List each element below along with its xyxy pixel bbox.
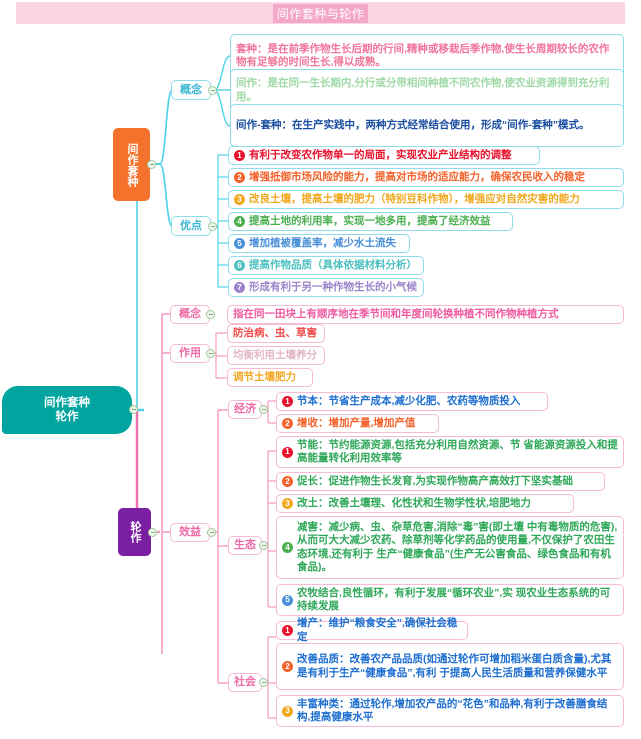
collapse-knob-concept-1[interactable] [208,86,217,95]
advantage-badge-7: 7 [234,282,245,293]
benefit-social-3[interactable]: 3 丰富种类：通过轮作,增加农产品的“花色”和品种,有利于改善膳食结构,提高健康… [276,695,624,727]
benefit-ecological-4-text: 减害：减少病、虫、杂草危害,消除“毒”害(即土壤 中有毒物质的危害),从而可大大… [297,520,618,574]
benefit-economic-1-text: 节本：节省生产成本,减少化肥、农药等物质投入 [297,394,521,407]
collapse-knob-concept-2[interactable] [206,310,215,319]
collapse-knob-function[interactable] [206,349,215,358]
label-benefit-ecological-text: 生态 [234,539,256,551]
label-intercropping-concept-text: 概念 [180,83,202,96]
benefit-ecological-3-text: 改土：改善土壤理、化性状和生物学性状,培肥地力 [297,496,531,509]
benefit-ecological-badge-5: 5 [282,594,293,606]
benefit-ecological-3[interactable]: 3 改土：改善土壤理、化性状和生物学性状,培肥地力 [276,494,574,513]
advantage-row-6-text: 提高作物品质（具体依据材料分析） [249,258,417,271]
rotation-function-3[interactable]: 调节土壤肥力 [227,368,313,387]
benefit-social-1[interactable]: 1 增产：维护“粮食安全”,确保社会稳定 [276,617,468,643]
collapse-knob-intercropping[interactable] [147,160,156,169]
rotation-function-1[interactable]: 防治病、虫、草害 [227,324,325,343]
document-title-bar: 间作套种与轮作 [16,2,625,24]
advantage-row-6[interactable]: 6 提高作物品质（具体依据材料分析） [228,256,424,275]
advantage-row-5-text: 增加植被覆盖率，减少水土流失 [249,236,396,249]
benefit-economic-1[interactable]: 1 节本：节省生产成本,减少化肥、农药等物质投入 [276,392,548,411]
advantage-row-4[interactable]: 4 提高土地的利用率，实现一地多用，提高了经济效益 [228,212,513,231]
collapse-knob-rotation[interactable] [148,528,157,537]
benefit-social-1-text: 增产：维护“粮食安全”,确保社会稳定 [297,617,458,643]
concept-box-jianzuo-taozhong[interactable]: 间作-套种：在生产实践中，两种方式经常结合使用，形成“间作-套种”模式。 [230,104,624,147]
benefit-ecological-badge-3: 3 [282,498,293,509]
benefit-ecological-5[interactable]: 5 农牧结合,良性循环，有利于发展“循环农业”,实 现农业生态系统的可持续发展 [276,584,624,616]
label-rotation-function[interactable]: 作用 [170,344,210,363]
label-intercropping-concept[interactable]: 概念 [171,80,211,100]
benefit-ecological-2-text: 促长：促进作物生长发育,为实现作物高产高效打下坚实基础 [297,474,573,487]
concept-box-jianzuo-taozhong-text: 间作-套种：在生产实践中，两种方式经常结合使用，形成“间作-套种”模式。 [236,118,590,131]
benefit-ecological-5-text: 农牧结合,良性循环，有利于发展“循环农业”,实 现农业生态系统的可持续发展 [297,586,611,613]
advantage-badge-3: 3 [234,194,245,205]
benefit-social-badge-3: 3 [282,705,293,717]
rotation-concept-box-text: 指在同一田块上有顺序地在季节间和年度间轮换种植不同作物种植方式 [233,307,559,320]
benefit-social-3-text: 丰富种类：通过轮作,增加农产品的“花色”和品种,有利于改善膳食结构,提高健康水平 [297,697,608,724]
advantage-row-2-text: 增强抵御市场风险的能力，提高对市场的适应能力，确保农民收入的稳定 [249,170,585,183]
collapse-knob-root[interactable] [129,405,138,414]
branch-intercropping[interactable]: 间作套种 [113,128,150,201]
benefit-ecological-1[interactable]: 1 节能：节约能源资源,包括充分利用自然资源、节 省能源资源投入和提高能量转化利… [276,436,624,468]
label-benefit-social-text: 社会 [234,676,256,688]
root-node[interactable]: 间作套种轮作 [2,386,132,434]
benefit-economic-2[interactable]: 2 增收：增加产量,增加产值 [276,414,439,433]
label-benefit-ecological[interactable]: 生态 [228,536,262,555]
rotation-function-2[interactable]: 均衡利用土壤养分 [227,346,325,365]
advantage-badge-2: 2 [234,172,245,183]
benefit-ecological-2[interactable]: 2 促长：促进作物生长发育,为实现作物高产高效打下坚实基础 [276,472,605,491]
label-rotation-benefit-text: 效益 [179,526,201,538]
advantage-row-7[interactable]: 7 形成有利于另一种作物生长的小气候 [228,278,424,297]
advantage-badge-1: 1 [234,150,245,161]
collapse-knob-social[interactable] [259,678,268,687]
advantage-row-3[interactable]: 3 改良土壤，提高土壤的肥力（特别豆科作物），增强应对自然灾害的能力 [228,190,624,209]
benefit-ecological-1-text: 节能：节约能源资源,包括充分利用自然资源、节 省能源资源投入和提高能量转化利用效… [297,438,618,465]
benefit-ecological-badge-1: 1 [282,446,293,458]
benefit-economic-badge-2: 2 [282,418,293,429]
advantage-row-5[interactable]: 5 增加植被覆盖率，减少水土流失 [228,234,410,253]
advantage-row-1-text: 有利于改变农作物单一的局面，实现农业产业结构的调整 [249,148,512,161]
label-rotation-concept[interactable]: 概念 [170,305,210,324]
advantage-row-7-text: 形成有利于另一种作物生长的小气候 [249,280,417,293]
label-benefit-economic-text: 经济 [234,403,256,415]
rotation-concept-box[interactable]: 指在同一田块上有顺序地在季节间和年度间轮换种植不同作物种植方式 [227,305,624,324]
label-rotation-concept-text: 概念 [179,308,201,320]
branch-rotation-label: 轮作 [129,521,141,543]
label-intercropping-advantages[interactable]: 优点 [171,216,211,236]
advantage-row-4-text: 提高土地的利用率，实现一地多用，提高了经济效益 [249,214,491,227]
rotation-function-1-text: 防治病、虫、草害 [233,326,317,339]
label-benefit-economic[interactable]: 经济 [228,400,262,419]
benefit-social-badge-2: 2 [282,661,293,672]
concept-box-taozhong-text: 套种：是在前季作物生长后期的行间,精种或移栽后季作物,使生长周期较长的农作物有足… [236,42,610,69]
branch-intercropping-label: 间作套种 [126,142,138,187]
advantage-badge-6: 6 [234,260,245,271]
page-title: 间作套种与轮作 [272,3,369,23]
benefit-economic-2-text: 增收：增加产量,增加产值 [297,416,416,429]
label-rotation-benefit[interactable]: 效益 [170,523,210,542]
benefit-social-2-text: 改善品质：改善农产品品质(如通过轮作可增加稻米蛋白质含量),尤其是有利于生产“健… [297,653,612,679]
benefit-economic-badge-1: 1 [282,396,293,407]
advantage-row-1[interactable]: 1 有利于改变农作物单一的局面，实现农业产业结构的调整 [228,146,540,165]
benefit-social-2[interactable]: 2 改善品质：改善农产品品质(如通过轮作可增加稻米蛋白质含量),尤其是有利于生产… [276,643,624,690]
label-intercropping-advantages-text: 优点 [180,219,202,232]
advantage-row-3-text: 改良土壤，提高土壤的肥力（特别豆科作物），增强应对自然灾害的能力 [249,192,580,205]
collapse-knob-advantages[interactable] [208,222,217,231]
advantage-badge-5: 5 [234,238,245,249]
label-rotation-function-text: 作用 [179,347,201,359]
benefit-ecological-badge-4: 4 [282,542,293,553]
root-node-label: 间作套种轮作 [44,397,90,423]
advantage-badge-4: 4 [234,216,245,227]
concept-box-jianzuo-text: 间作：是在同一生长期内,分行或分带相间种植不同农作物,使农业资源得到充分利用。 [236,77,610,103]
benefit-ecological-badge-2: 2 [282,476,293,487]
rotation-function-2-text: 均衡利用土壤养分 [233,348,317,361]
collapse-knob-economic[interactable] [259,405,268,414]
collapse-knob-ecological[interactable] [259,541,268,550]
branch-rotation[interactable]: 轮作 [118,508,151,556]
collapse-knob-benefit[interactable] [207,528,216,537]
advantage-row-2[interactable]: 2 增强抵御市场风险的能力，提高对市场的适应能力，确保农民收入的稳定 [228,168,624,187]
label-benefit-social[interactable]: 社会 [228,673,262,692]
benefit-social-badge-1: 1 [282,625,293,636]
rotation-function-3-text: 调节土壤肥力 [233,370,296,383]
benefit-ecological-4[interactable]: 4 减害：减少病、虫、杂草危害,消除“毒”害(即土壤 中有毒物质的危害),从而可… [276,516,624,579]
